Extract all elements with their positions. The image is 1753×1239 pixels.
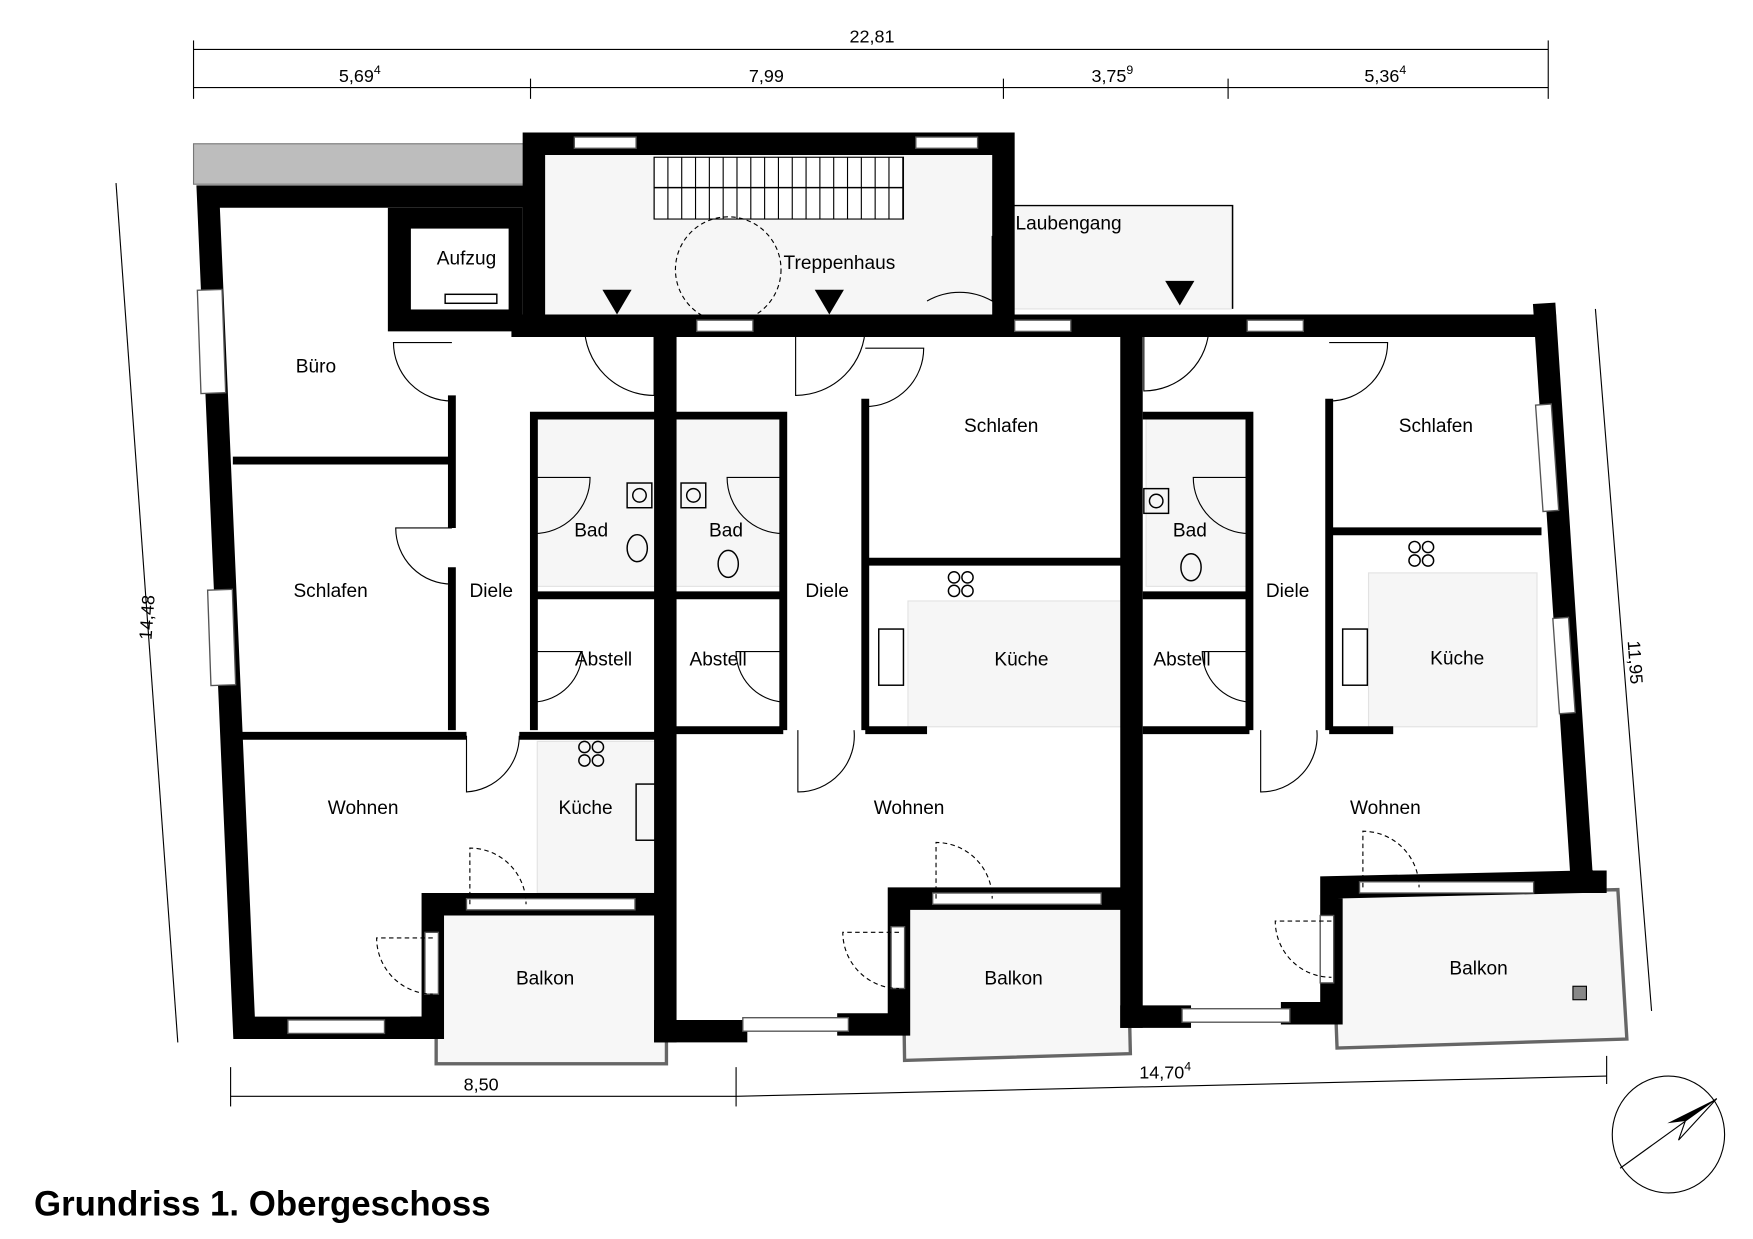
stove-icon	[578, 740, 605, 767]
room-balkon: Balkon	[984, 969, 1042, 990]
windows	[196, 136, 1576, 1035]
room-diele: Diele	[1266, 581, 1309, 602]
room-kueche: Küche	[1430, 648, 1484, 669]
room-bad: Bad	[574, 520, 608, 541]
tiled-areas	[536, 143, 1538, 894]
toilet-icon	[1180, 553, 1202, 582]
dim-left: 14,48	[136, 594, 159, 640]
room-bad: Bad	[709, 520, 743, 541]
room-abstell: Abstell	[689, 650, 746, 671]
dim-seg2: 7,99	[749, 66, 784, 86]
room-treppenhaus: Treppenhaus	[784, 253, 896, 274]
elevator-panel	[444, 293, 498, 305]
toilet-icon	[717, 549, 740, 579]
laubengang-outline	[1003, 204, 1234, 309]
entrance-triangle-icon	[602, 280, 1195, 315]
room-schlafen: Schlafen	[1399, 416, 1473, 437]
room-balkon: Balkon	[1449, 958, 1507, 979]
dim-bottom-right: 14,704	[1139, 1060, 1191, 1083]
room-wohnen: Wohnen	[328, 798, 399, 819]
sink-icon	[1143, 487, 1170, 515]
sink-icon	[680, 482, 707, 509]
kitchen-sink-icon	[878, 628, 905, 686]
room-wohnen: Wohnen	[874, 798, 945, 819]
room-abstell: Abstell	[1153, 650, 1210, 671]
dimension-lines	[115, 40, 1653, 1107]
room-diele: Diele	[469, 581, 512, 602]
room-schlafen: Schlafen	[964, 416, 1038, 437]
stove-icon	[1408, 540, 1435, 567]
dim-seg1: 5,694	[339, 63, 381, 86]
room-schlafen: Schlafen	[293, 581, 367, 602]
north-arrow-icon	[1611, 1075, 1726, 1194]
room-balkon: Balkon	[516, 969, 574, 990]
room-buero: Büro	[296, 356, 336, 377]
sink-icon	[626, 482, 653, 509]
dim-seg3: 3,759	[1091, 63, 1133, 86]
dim-right: 11,95	[1624, 640, 1647, 685]
kitchen-sink-icon	[635, 783, 662, 841]
page-title: Grundriss 1. Obergeschoss	[34, 1184, 491, 1223]
room-abstell: Abstell	[575, 650, 632, 671]
room-aufzug: Aufzug	[437, 249, 496, 270]
room-laubengang: Laubengang	[1016, 214, 1122, 235]
room-wohnen: Wohnen	[1350, 798, 1421, 819]
stairs	[653, 156, 905, 323]
fixtures	[444, 293, 1435, 841]
room-kueche: Küche	[994, 650, 1048, 671]
room-diele: Diele	[805, 581, 848, 602]
room-kueche: Küche	[559, 798, 613, 819]
dim-total-top: 22,81	[850, 27, 895, 47]
room-labels: Aufzug Treppenhaus Laubengang Büro Schla…	[293, 214, 1507, 990]
room-bad: Bad	[1173, 520, 1207, 541]
drain-icon	[1572, 985, 1587, 1001]
kitchen-sink-icon	[1341, 628, 1369, 686]
roof-hatch	[192, 143, 532, 185]
interior-walls	[232, 395, 1542, 740]
dim-bottom-left: 8,50	[464, 1075, 499, 1095]
stove-icon	[947, 571, 974, 598]
doors	[376, 235, 1420, 995]
toilet-icon	[626, 533, 649, 563]
dim-seg4: 5,364	[1364, 63, 1406, 86]
